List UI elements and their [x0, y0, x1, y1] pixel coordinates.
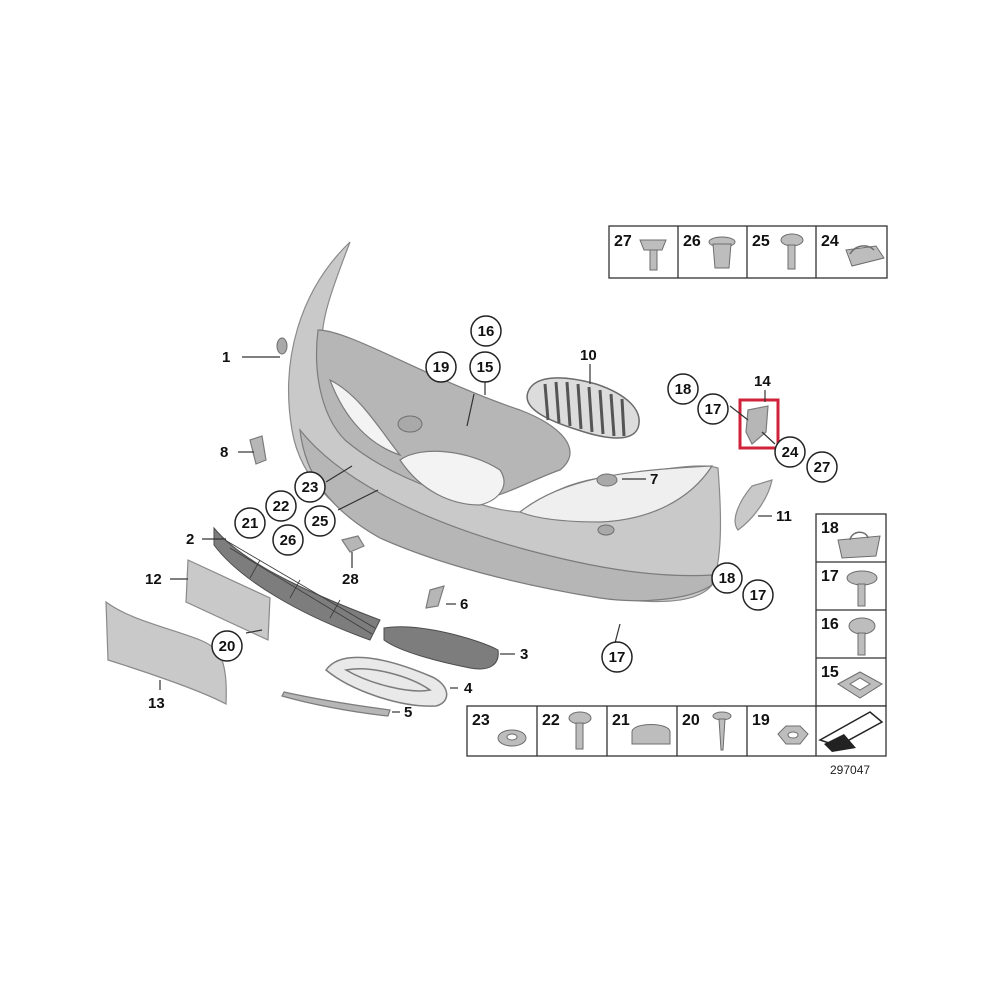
lower-grid-mesh	[224, 539, 376, 635]
trim-frame	[324, 656, 448, 707]
hw-label-19: 19	[752, 712, 770, 729]
svg-text:17: 17	[750, 587, 767, 604]
hw-label-25: 25	[752, 233, 770, 250]
svg-text:26: 26	[280, 532, 297, 549]
svg-text:24: 24	[782, 444, 799, 461]
svg-text:27: 27	[814, 459, 831, 476]
callout-11: 11	[776, 508, 792, 525]
callout-1: 1	[222, 349, 230, 366]
circle-callout-23: 23	[294, 471, 326, 503]
callout-7: 7	[650, 471, 658, 488]
hw-label-23: 23	[472, 712, 490, 729]
square-grommet-icon	[837, 671, 883, 699]
callout-3: 3	[520, 646, 528, 663]
hw-label-21: 21	[612, 712, 630, 729]
svg-text:22: 22	[273, 498, 290, 515]
callout-12: 12	[145, 571, 162, 588]
circle-callout-17b: 17	[742, 579, 774, 611]
callout-13: 13	[148, 695, 165, 712]
reference-number: 297047	[830, 763, 870, 777]
circle-callout-18b: 18	[711, 562, 743, 594]
clip-nut-icon	[845, 245, 885, 267]
callout-10: 10	[580, 347, 597, 364]
hw-label-15: 15	[821, 664, 839, 681]
svg-text:20: 20	[219, 638, 236, 655]
callout-8: 8	[220, 444, 228, 461]
circled-callouts: 16 19 15 18 17 24 27 23 22 21 25 26 20 1…	[211, 315, 838, 673]
circle-callout-27: 27	[806, 451, 838, 483]
hw-label-16: 16	[821, 616, 839, 633]
kidney-grille	[526, 377, 640, 439]
svg-text:23: 23	[302, 479, 319, 496]
flange-bolt-icon	[639, 239, 667, 271]
side-bracket	[249, 435, 267, 465]
callout-6: 6	[460, 596, 468, 613]
arrow-symbol-icon	[818, 711, 884, 752]
circle-callout-19: 19	[425, 351, 457, 383]
hw-label-22: 22	[542, 712, 560, 729]
spring-clip-icon	[837, 531, 881, 559]
tapping-screw-icon	[712, 711, 732, 751]
circle-callout-15: 15	[469, 351, 501, 383]
svg-text:17: 17	[609, 649, 626, 666]
callout-4: 4	[464, 680, 473, 697]
hardware-bottom-row: 23 22 21 20 19	[466, 705, 887, 757]
callout-14: 14	[754, 373, 771, 390]
circle-callout-26: 26	[272, 524, 304, 556]
hex-nut-icon	[777, 725, 809, 745]
pan-head-screw-icon	[848, 617, 876, 656]
circle-callout-17: 17	[697, 393, 729, 425]
circle-callout-16: 16	[470, 315, 502, 347]
collar-screw-icon	[846, 570, 878, 607]
hardware-right-column: 18 17 16 15	[815, 513, 887, 707]
mount-clip	[341, 535, 365, 553]
svg-text:18: 18	[675, 381, 692, 398]
hw-label-24: 24	[821, 233, 839, 250]
plain-callouts: 1 2 3 4 5 6 7 8 10 11 12 13 14 28	[145, 347, 792, 721]
svg-text:17: 17	[705, 401, 722, 418]
hw-label-18: 18	[821, 520, 839, 537]
circle-callout-20: 20	[211, 630, 243, 662]
washer-icon	[497, 729, 527, 747]
licence-plate-bracket	[105, 600, 227, 705]
circle-callout-18: 18	[667, 373, 699, 405]
cover-cap	[425, 585, 445, 609]
circle-callout-24: 24	[774, 436, 806, 468]
oval-head-screw-icon	[568, 711, 592, 750]
cap-icon	[631, 724, 671, 745]
circle-callout-17c: 17	[601, 641, 633, 673]
hw-label-17: 17	[821, 568, 839, 585]
sleeve-nut-icon	[708, 236, 736, 269]
svg-text:18: 18	[719, 570, 736, 587]
hw-label-26: 26	[683, 233, 701, 250]
svg-text:25: 25	[312, 513, 329, 530]
svg-text:21: 21	[242, 515, 259, 532]
circle-callout-21: 21	[234, 507, 266, 539]
callout-5: 5	[404, 704, 412, 721]
callout-2: 2	[186, 531, 194, 548]
hw-label-20: 20	[682, 712, 700, 729]
trim-strip	[281, 691, 391, 717]
torx-screw-icon	[780, 233, 804, 270]
circle-callout-22: 22	[265, 490, 297, 522]
air-inlet-grille	[383, 626, 499, 670]
svg-text:15: 15	[477, 359, 494, 376]
hardware-top-row: 27 26 25 24	[608, 225, 888, 279]
side-reflector	[734, 479, 773, 531]
callout-28: 28	[342, 571, 359, 588]
lower-grid	[213, 526, 381, 641]
svg-text:16: 16	[478, 323, 495, 340]
svg-text:19: 19	[433, 359, 450, 376]
circle-callout-25: 25	[304, 505, 336, 537]
licence-plate-base	[185, 559, 271, 641]
hw-label-27: 27	[614, 233, 632, 250]
highlight-box-part-14	[738, 398, 780, 450]
bumper-cover	[276, 241, 722, 603]
